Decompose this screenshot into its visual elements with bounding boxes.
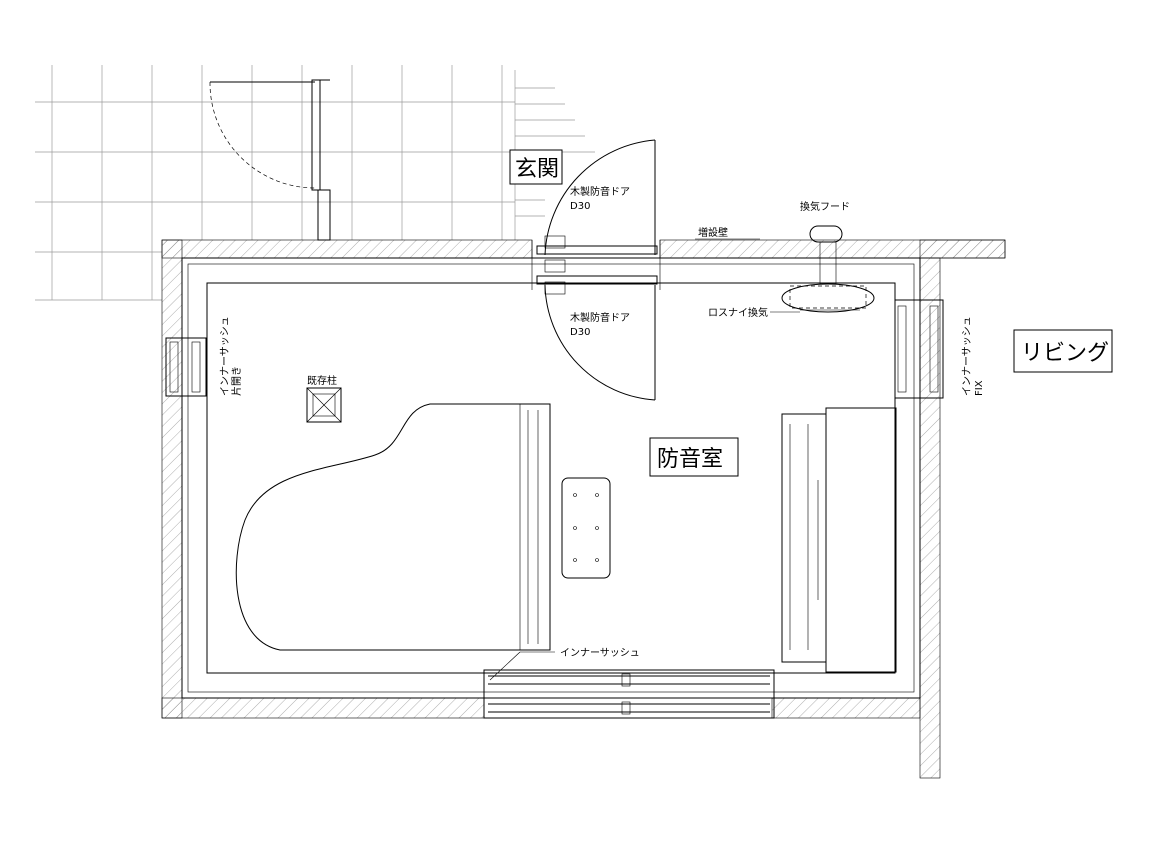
ventilation — [781, 225, 875, 313]
label-vent-hood: 換気フード — [800, 200, 850, 213]
left-inner-sash — [165, 337, 207, 397]
label-inner-sash-right-type: FIX — [974, 380, 985, 396]
label-inner-sash-left: インナーサッシュ — [219, 316, 231, 396]
label-entrance-box: 玄関 — [509, 149, 563, 185]
outer-walls — [161, 239, 1006, 779]
upright-piano — [781, 407, 897, 673]
label-inner-sash-left-type: 片開き — [230, 366, 243, 396]
piano-bench — [561, 477, 611, 579]
label-inner-sash-bottom: インナーサッシュ — [560, 647, 640, 659]
bottom-inner-sash — [483, 669, 775, 719]
label-soundproof-room: 防音室 — [657, 447, 723, 472]
label-inner-sash-right: インナーサッシュ — [961, 316, 973, 396]
label-door-top-rating: D30 — [570, 201, 590, 212]
soundproof-doors — [536, 139, 658, 401]
label-door-top-name: 木製防音ドア — [570, 185, 630, 198]
label-door-bottom-rating: D30 — [570, 327, 590, 338]
label-door-bottom-name: 木製防音ドア — [570, 311, 630, 324]
label-soundproof-room-box: 防音室 — [649, 437, 739, 477]
label-living: リビング — [1021, 341, 1109, 366]
existing-column — [306, 387, 342, 423]
label-added-wall: 増設壁 — [698, 226, 728, 239]
label-existing-column: 既存柱 — [307, 374, 337, 387]
leader-lines — [489, 238, 800, 681]
grand-piano — [235, 403, 551, 651]
label-living-box: リビング — [1013, 329, 1113, 373]
label-lossnay: ロスナイ換気 — [708, 306, 768, 319]
right-inner-sash — [894, 299, 944, 399]
entrance-door — [209, 79, 331, 241]
inner-walls — [181, 240, 921, 699]
label-entrance: 玄関 — [515, 157, 559, 182]
